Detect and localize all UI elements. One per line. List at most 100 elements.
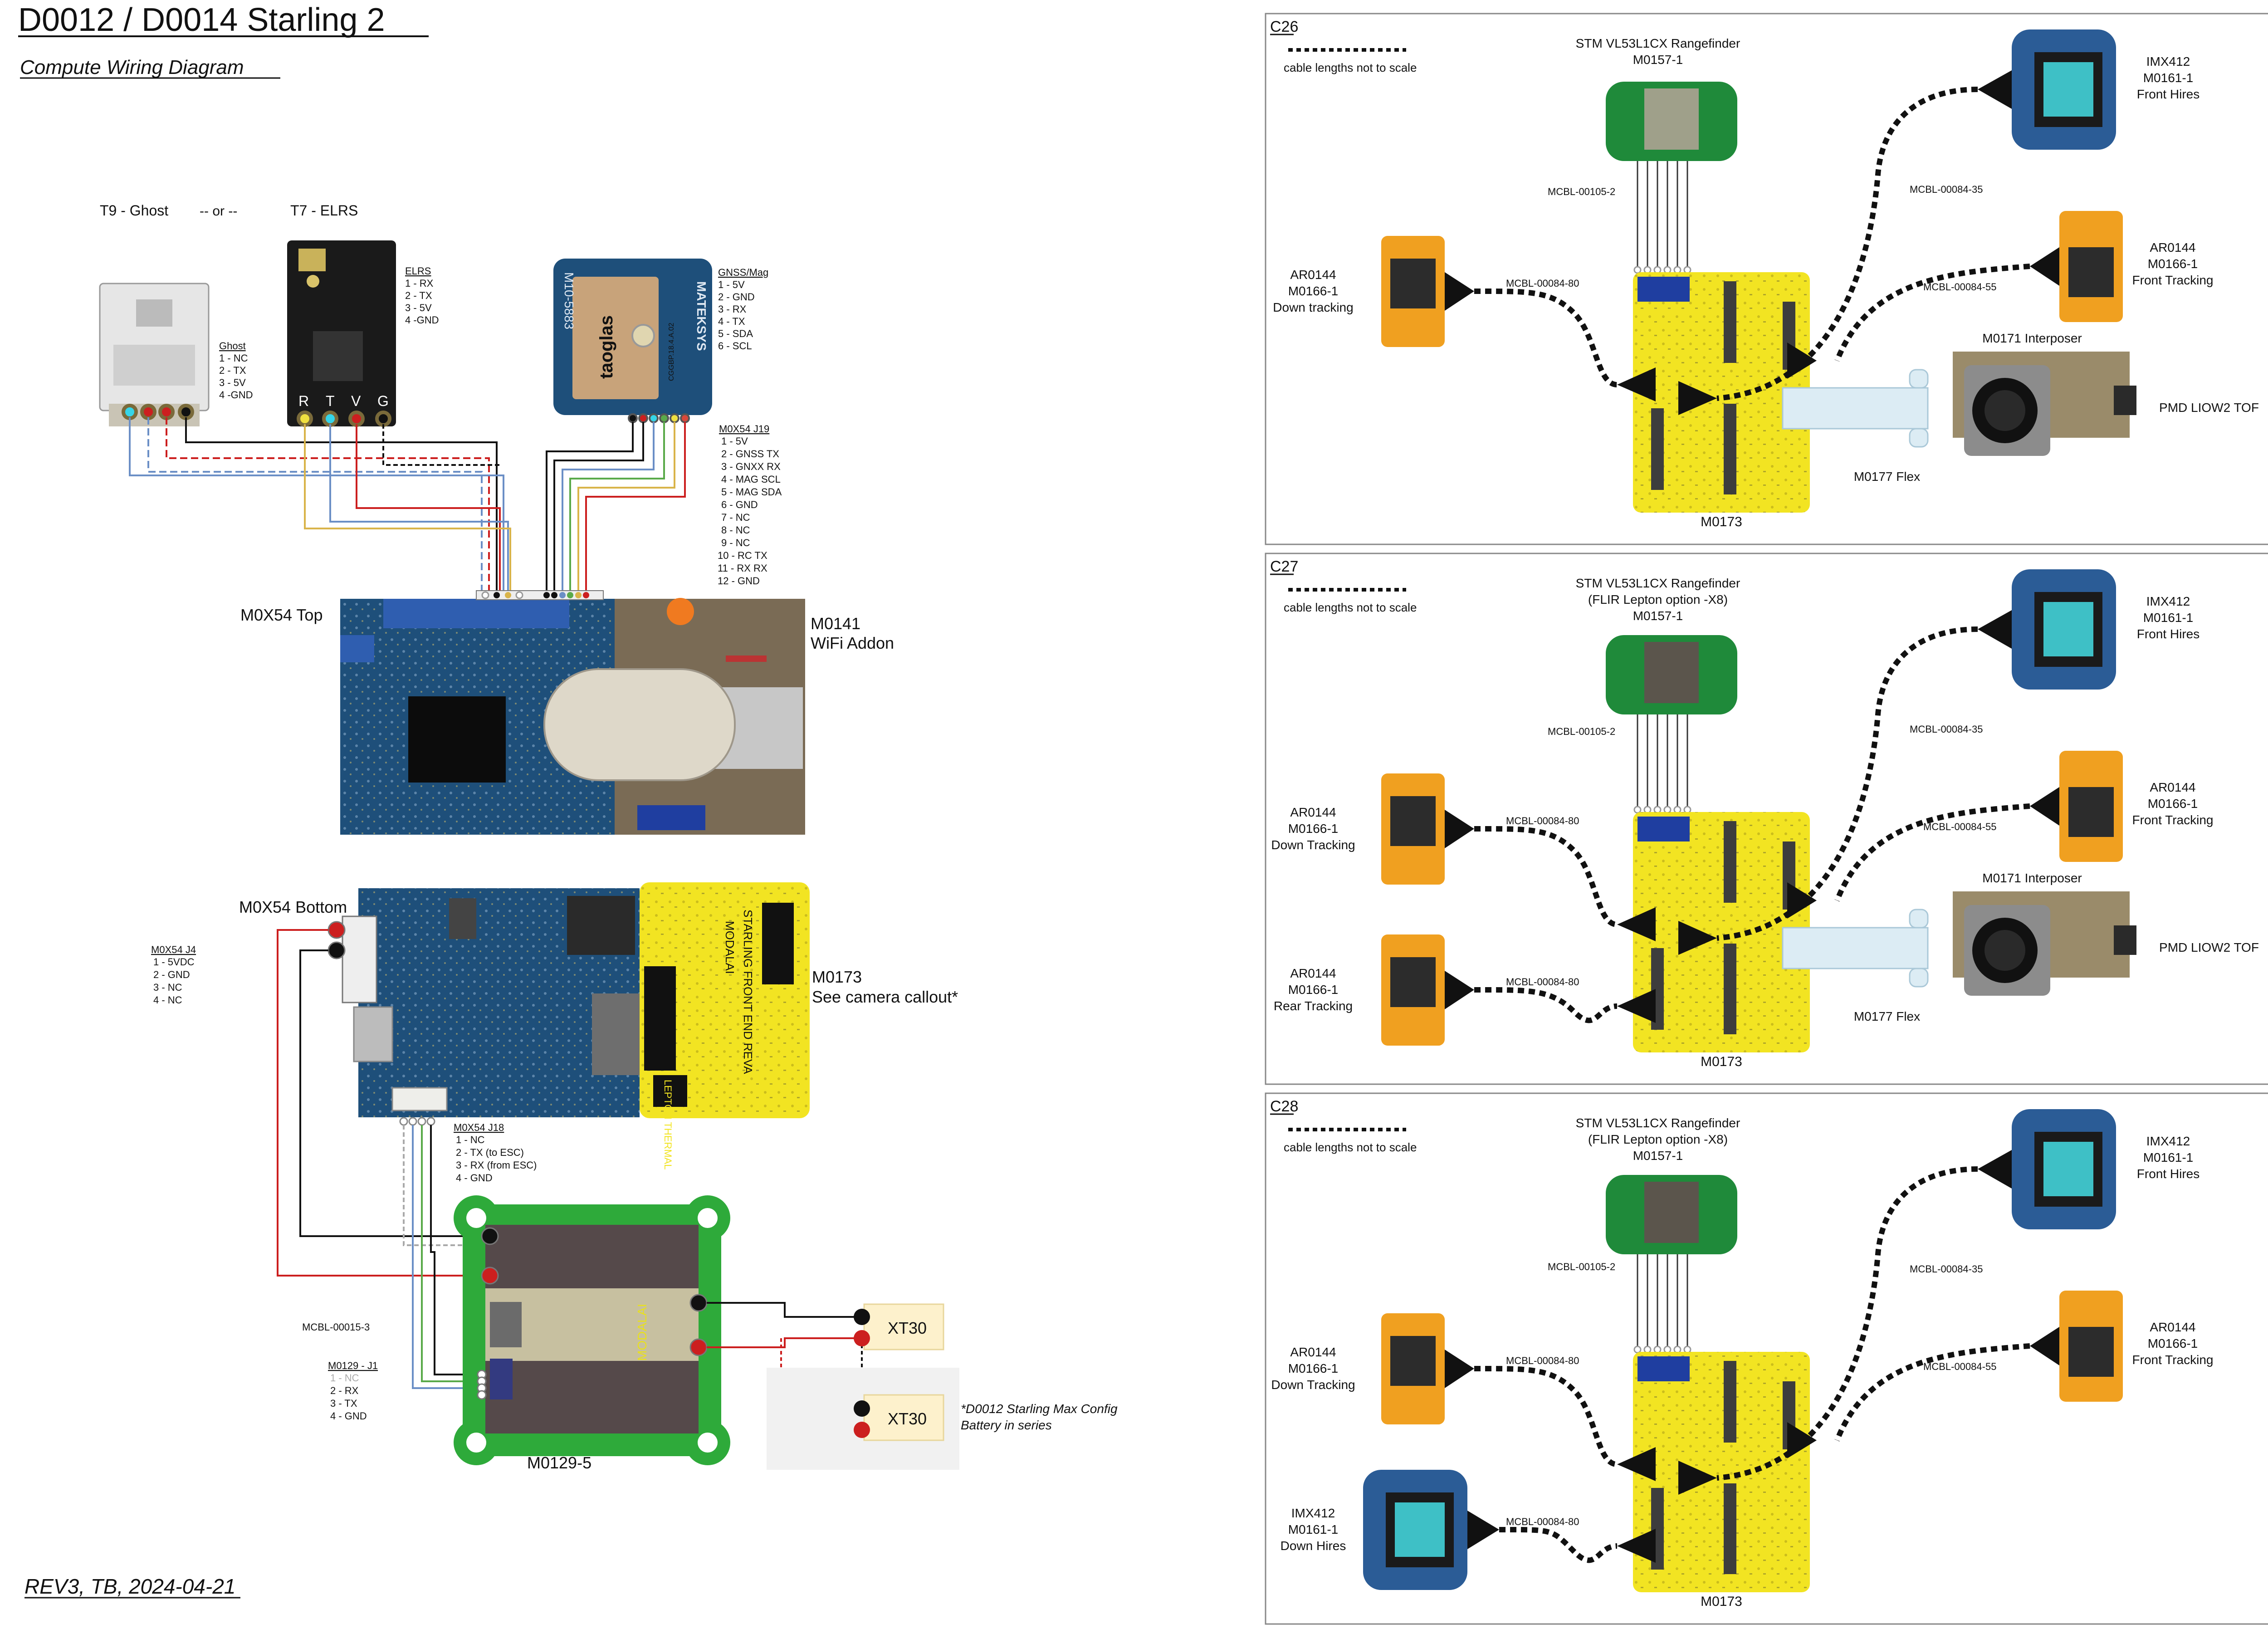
m0173-board-texture xyxy=(1633,272,1810,513)
imx412-sensor xyxy=(2043,602,2093,656)
right-camera-cable-label: MCBL-00084-55 xyxy=(1923,281,1996,293)
gnss-pinout-title: GNSS/Mag xyxy=(718,267,768,278)
flex-cable xyxy=(1716,1166,1978,1481)
m0x54-bottom-label: M0X54 Bottom xyxy=(239,898,347,916)
j4-pinout-title: M0X54 J4 xyxy=(151,944,196,955)
t9-ghost-label: T9 - Ghost xyxy=(100,202,168,219)
j19-pin-3: 3 - GNXX RX xyxy=(721,461,781,472)
flex-tab xyxy=(1909,428,1929,448)
flex-connector-icon xyxy=(1445,810,1474,848)
elrs-connector xyxy=(297,411,391,427)
flex-connector-icon xyxy=(2030,787,2059,826)
elrs-pin-4: 4 -GND xyxy=(405,314,439,326)
elrs-pin-letter-v: V xyxy=(351,393,361,409)
left-camera-label: AR0144 xyxy=(1290,1345,1336,1359)
left-camera-cable-label: MCBL-00084-80 xyxy=(1506,278,1579,289)
gnss-pinout: GNSS/Mag 1 - 5V 2 - GND 3 - RX 4 - TX 5 … xyxy=(718,267,768,352)
m0173-board-texture xyxy=(1633,812,1810,1052)
right-camera-cable-label: MCBL-00084-35 xyxy=(1910,184,1983,195)
wire-pin xyxy=(1643,266,1652,274)
ar0144-sensor xyxy=(2068,787,2114,837)
left-camera-label: AR0144 xyxy=(1290,268,1336,282)
right-camera-label: IMX412 xyxy=(2146,1134,2190,1148)
right-camera-label: M0161-1 xyxy=(2143,611,2194,625)
j19-pin-9: 9 - NC xyxy=(721,537,750,548)
m0173-label: M0173 xyxy=(812,968,862,986)
m0173-board-texture xyxy=(1633,1352,1810,1592)
ghost-pinout: Ghost 1 - NC 2 - TX 3 - 5V 4 -GND xyxy=(219,340,253,401)
rangefinder-sensor xyxy=(1644,1182,1699,1243)
xt30-b-label: XT30 xyxy=(888,1409,927,1428)
panel-frame xyxy=(1265,13,2268,545)
j19-pin-2: 2 - GNSS TX xyxy=(721,448,779,460)
m0173-front-end-board: STARLING FRONT END REVA MODALAI LEPTON T… xyxy=(640,882,810,1169)
wire-pin xyxy=(1653,806,1662,814)
wire-pin xyxy=(1643,1345,1652,1354)
flex-connector-icon xyxy=(2030,247,2059,286)
wire-pin xyxy=(1673,1345,1681,1354)
m0173-label: M0173 xyxy=(1701,1054,1742,1069)
j18-connector xyxy=(399,1117,435,1126)
wire-pin xyxy=(1673,266,1681,274)
rangefinder-label: STM VL53L1CX Rangefinder xyxy=(1576,1116,1740,1130)
j1-pin-3: 3 - TX xyxy=(330,1398,357,1409)
ar0144-sensor xyxy=(1390,259,1436,308)
rangefinder-label: M0157-1 xyxy=(1633,53,1683,67)
wire-pin xyxy=(1633,1345,1642,1354)
xt30-connector-a: XT30 xyxy=(854,1303,944,1350)
tof-lens-inner xyxy=(1984,390,2025,431)
panel-id: C28 xyxy=(1270,1098,1298,1115)
flex-label: M0177 Flex xyxy=(1854,470,1920,484)
j1-pinout: M0129 - J1 1 - NC 2 - RX 3 - TX 4 - GND xyxy=(328,1360,378,1422)
right-camera-label: M0161-1 xyxy=(2143,1150,2194,1164)
ar0144-sensor xyxy=(2068,1327,2114,1377)
j19-pin-1: 1 - 5V xyxy=(721,435,748,447)
gnss-pin-6: 6 - SCL xyxy=(718,340,752,352)
tof-label: PMD LIOW2 TOF xyxy=(2159,401,2259,415)
rangefinder-label: M0157-1 xyxy=(1633,1149,1683,1163)
m0x54-bottom-board xyxy=(353,888,640,1117)
right-camera-cable-label: MCBL-00084-35 xyxy=(1910,724,1983,735)
ghost-pin-3: 3 - 5V xyxy=(219,377,246,388)
max-config-note-2: Battery in series xyxy=(961,1418,1052,1432)
right-camera-label: Front Tracking xyxy=(2132,1353,2214,1367)
right-camera-label: AR0144 xyxy=(2150,1320,2195,1334)
gnss-antenna-code: CGGBP.18.4.A.02 xyxy=(668,323,675,381)
ghost-pinout-title: Ghost xyxy=(219,340,246,352)
board-connector-icon xyxy=(1617,1447,1656,1481)
j19-pin-4: 4 - MAG SCL xyxy=(721,474,781,485)
right-camera-label: Front Tracking xyxy=(2132,813,2214,827)
gnss-pin-2: 2 - GND xyxy=(718,291,755,303)
wire-pin xyxy=(1663,266,1672,274)
left-camera-cable-label: MCBL-00084-80 xyxy=(1506,1516,1579,1527)
flex-cable xyxy=(1499,1526,1618,1563)
tof-emitter xyxy=(2114,925,2136,955)
ghost-pin-1: 1 - NC xyxy=(219,352,248,364)
right-camera-label: Front Hires xyxy=(2137,87,2200,101)
imx412-sensor xyxy=(1395,1502,1445,1557)
j19-pinout: M0X54 J19 1 - 5V 2 - GNSS TX 3 - GNXX RX… xyxy=(718,423,782,587)
left-camera-label: M0166-1 xyxy=(1288,822,1339,836)
wire-pin xyxy=(1643,806,1652,814)
board-connector-icon xyxy=(1678,1461,1717,1495)
elrs-pin-2: 2 - TX xyxy=(405,290,432,301)
board-connector-icon xyxy=(1617,907,1656,941)
j4-pin-4: 4 - NC xyxy=(153,994,182,1006)
wire-pin xyxy=(1683,1345,1691,1354)
ar0144-sensor xyxy=(2068,247,2114,297)
wire-pin xyxy=(1663,806,1672,814)
revision-label: REV3, TB, 2024-04-21 xyxy=(24,1575,235,1598)
right-camera-cable-label: MCBL-00084-55 xyxy=(1923,1361,1996,1372)
j1-pinout-title: M0129 - J1 xyxy=(328,1360,378,1371)
right-camera-label: AR0144 xyxy=(2150,240,2195,254)
j19-connector xyxy=(476,590,604,600)
gnss-pin-1: 1 - 5V xyxy=(718,279,745,290)
elrs-pin-letter-r: R xyxy=(298,393,309,409)
elrs-receiver: R T V G xyxy=(287,240,396,426)
board-connector-icon xyxy=(1678,921,1717,955)
